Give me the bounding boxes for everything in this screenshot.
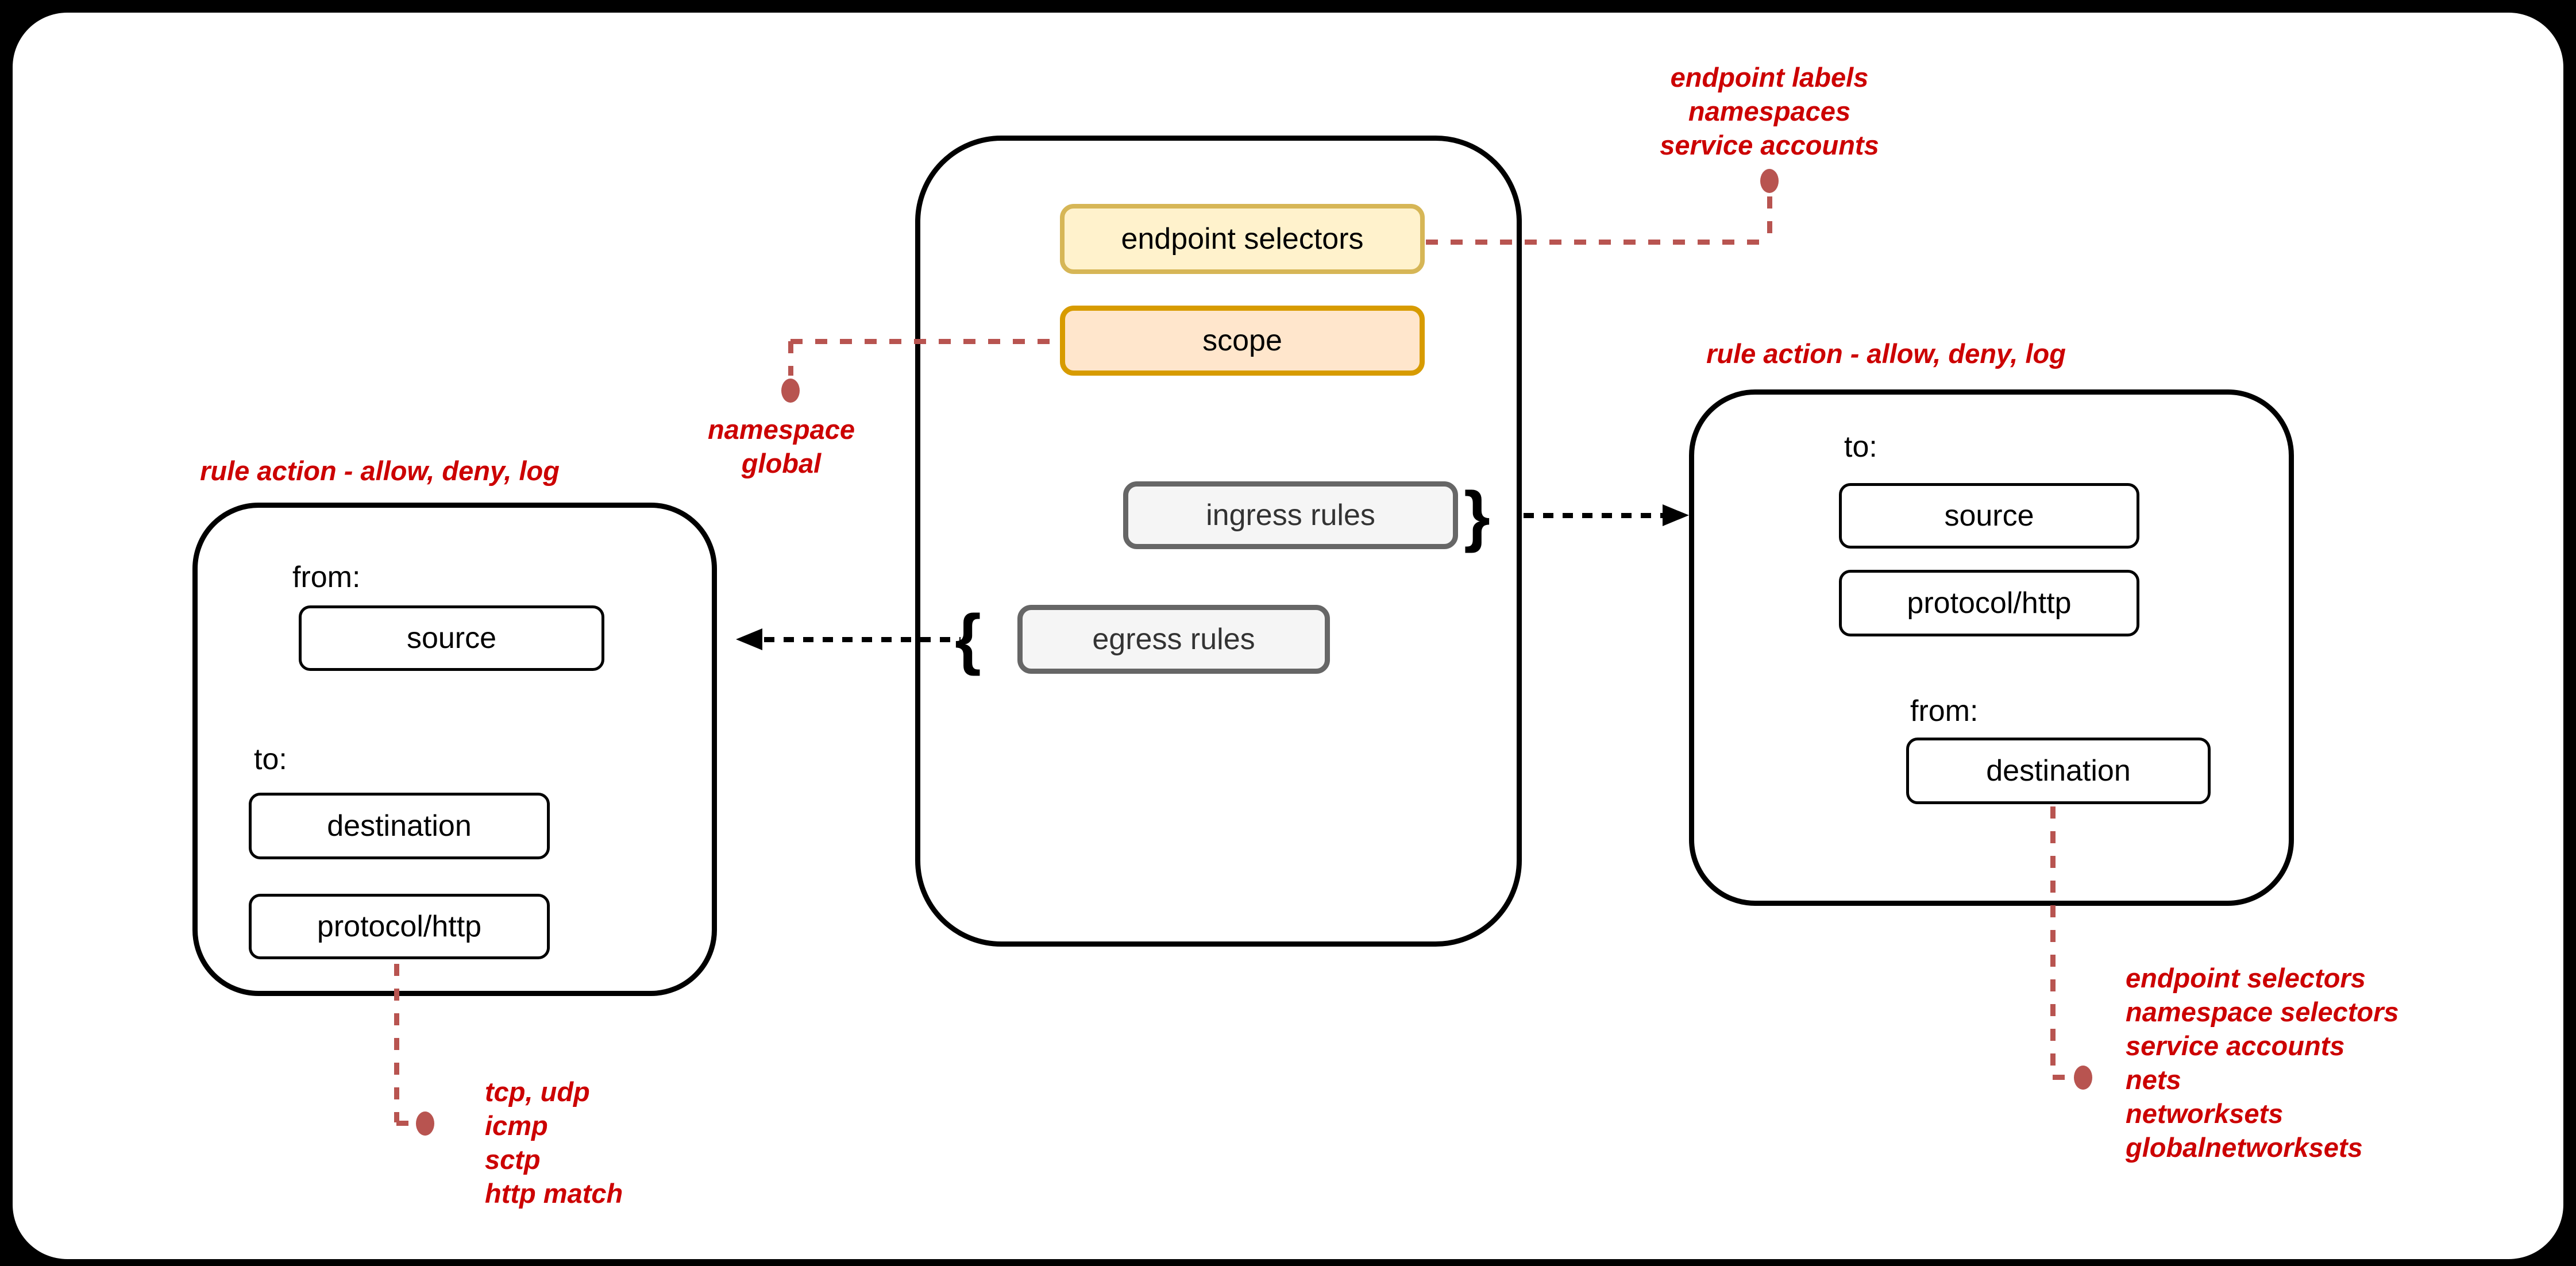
right-source-label: source [1944, 499, 2034, 532]
right-protocol-label: protocol/http [1907, 586, 2072, 620]
protocol-note-dot-icon [416, 1111, 434, 1136]
endpoint-note-line: endpoint labels [1670, 62, 1869, 92]
scope-label: scope [1202, 324, 1282, 357]
right-to-label: to: [1844, 430, 1877, 464]
endpoint-note-connector-v [1767, 196, 1772, 242]
left-source-box: source [299, 605, 604, 671]
destination-note-dot-icon [2074, 1066, 2092, 1090]
protocol-note-line: sctp [485, 1144, 541, 1175]
scope-note-line: global [741, 448, 822, 478]
ingress-arrowhead-icon [1663, 504, 1689, 526]
left-from-label: from: [292, 561, 361, 594]
endpoint-selectors-box: endpoint selectors [1060, 204, 1425, 274]
scope-note: namespace global [708, 412, 855, 480]
scope-note-connector-v [788, 341, 793, 376]
left-protocol-box: protocol/http [249, 894, 550, 959]
left-destination-box: destination [249, 793, 550, 859]
scope-box: scope [1060, 306, 1425, 376]
endpoint-note-dot-icon [1760, 169, 1779, 193]
scope-note-dot-icon [781, 379, 800, 403]
left-protocol-label: protocol/http [317, 910, 482, 943]
protocol-note-connector-h [396, 1121, 417, 1126]
ingress-arrow-line [1524, 513, 1667, 518]
ingress-rule-box [1689, 389, 2294, 906]
destination-note-line: namespace selectors [2126, 997, 2399, 1027]
scope-note-line: namespace [707, 414, 855, 445]
endpoint-note-line: service accounts [1660, 130, 1879, 160]
destination-note-line: service accounts [2126, 1030, 2345, 1061]
right-destination-box: destination [1906, 738, 2211, 804]
ingress-brace-icon: } [1464, 478, 1490, 554]
left-rule-action-title: rule action - allow, deny, log [200, 456, 560, 486]
destination-note-line: networksets [2126, 1098, 2284, 1129]
scope-note-connector-h [790, 339, 1060, 344]
protocol-note-line: icmp [485, 1110, 548, 1141]
endpoint-note-connector-h [1426, 240, 1771, 245]
destination-note: endpoint selectors namespace selectors s… [2126, 961, 2399, 1164]
ingress-rules-box: ingress rules [1123, 481, 1458, 549]
protocol-note-line: tcp, udp [485, 1076, 590, 1107]
left-destination-label: destination [327, 809, 472, 843]
endpoint-note-line: namespaces [1688, 96, 1851, 126]
ingress-rules-label: ingress rules [1206, 499, 1375, 532]
endpoint-note: endpoint labels namespaces service accou… [1660, 60, 1879, 162]
egress-arrowhead-icon [736, 628, 762, 650]
right-source-box: source [1839, 483, 2139, 549]
destination-note-line: nets [2126, 1064, 2181, 1095]
destination-note-line: endpoint selectors [2126, 963, 2366, 993]
protocol-note-line: http match [485, 1178, 623, 1209]
destination-note-line: globalnetworksets [2126, 1132, 2363, 1163]
destination-note-connector-v [2050, 806, 2056, 1075]
left-source-label: source [406, 622, 497, 655]
right-rule-action-title: rule action - allow, deny, log [1706, 338, 2066, 369]
right-destination-label: destination [1986, 754, 2131, 788]
right-protocol-box: protocol/http [1839, 570, 2139, 636]
endpoint-selectors-label: endpoint selectors [1121, 222, 1364, 256]
protocol-note: tcp, udp icmp sctp http match [485, 1075, 623, 1210]
egress-rules-label: egress rules [1092, 623, 1255, 656]
destination-note-connector-h [2053, 1075, 2074, 1080]
egress-arrow-line [764, 637, 961, 642]
right-from-label: from: [1910, 694, 1979, 728]
protocol-note-connector-v [394, 964, 399, 1122]
left-to-label: to: [254, 743, 287, 776]
egress-rules-box: egress rules [1017, 605, 1330, 674]
